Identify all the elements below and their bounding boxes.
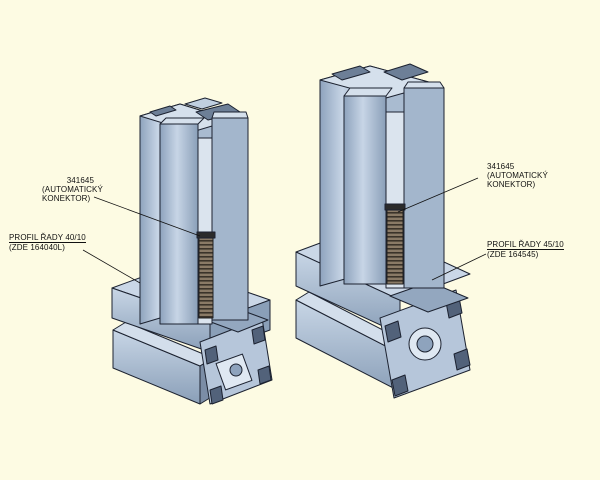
left-connector-screw xyxy=(198,235,214,319)
right-connector-screw xyxy=(386,207,404,285)
right-connector-label: 341645 (AUTOMATICKÝ KONEKTOR) xyxy=(487,162,548,189)
left-connector-desc-2: KONEKTOR) xyxy=(42,194,91,203)
left-connector-desc-1: (AUTOMATICKÝ xyxy=(42,185,103,194)
left-profile-label: PROFIL ŘADY 40/10 (ZDE 164040L) xyxy=(9,233,86,252)
left-profile-name: PROFIL ŘADY 40/10 xyxy=(9,233,86,243)
right-profile-name: PROFIL ŘADY 45/10 xyxy=(487,240,564,250)
left-profile-part: (ZDE 164040L) xyxy=(9,243,65,252)
left-assembly xyxy=(82,97,273,405)
left-connector-desc: (AUTOMATICKÝ KONEKTOR) xyxy=(42,185,103,203)
right-profile-part: (ZDE 164545) xyxy=(487,250,539,259)
right-connector-desc-2: KONEKTOR) xyxy=(487,180,536,189)
right-connector-part: 341645 xyxy=(487,162,515,171)
left-connector-label: 341645 xyxy=(52,176,94,185)
right-connector-desc-1: (AUTOMATICKÝ xyxy=(487,171,548,180)
right-profile-label: PROFIL ŘADY 45/10 (ZDE 164545) xyxy=(487,240,564,259)
left-connector-part: 341645 xyxy=(66,176,94,185)
right-assembly xyxy=(295,63,487,399)
